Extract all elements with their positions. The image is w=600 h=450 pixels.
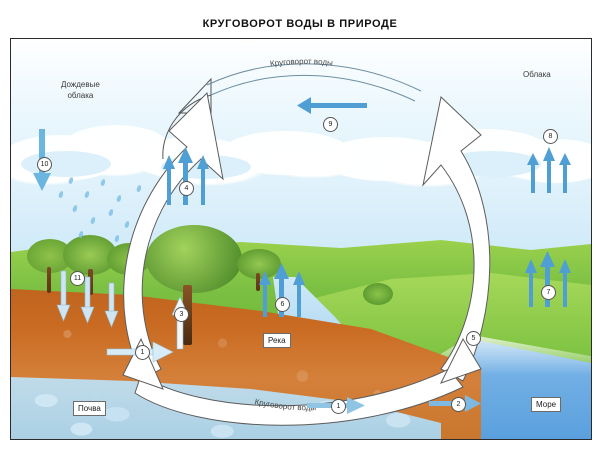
marker-6[interactable]: 6: [275, 297, 290, 312]
marker-2[interactable]: 2: [451, 397, 466, 412]
label-rain-clouds: Дождевые облака: [61, 79, 100, 101]
marker-9[interactable]: 9: [323, 117, 338, 132]
tree-trunk: [88, 269, 93, 295]
marker-3[interactable]: 3: [174, 307, 189, 322]
label-rain-clouds-line1: Дождевые: [61, 80, 100, 89]
label-rain-clouds-line2: облака: [67, 91, 94, 100]
label-soil: Почва: [73, 401, 106, 416]
marker-7[interactable]: 7: [541, 285, 556, 300]
marker-4[interactable]: 4: [179, 181, 194, 196]
label-sea: Море: [531, 397, 562, 412]
tree-trunk: [47, 267, 51, 293]
cloud-shadow: [441, 151, 541, 177]
page-title: КРУГОВОРОТ ВОДЫ В ПРИРОДЕ: [202, 18, 398, 30]
label-river: Река: [263, 333, 291, 348]
tree-canopy: [363, 283, 393, 305]
label-clouds: Облака: [523, 70, 551, 79]
marker-8[interactable]: 8: [543, 129, 558, 144]
tree-trunk: [256, 273, 260, 291]
water-cycle-diagram: Круговорот воды Круговорот воды: [10, 38, 592, 440]
cloud-shadow: [161, 155, 251, 179]
marker-11[interactable]: 11: [70, 271, 85, 286]
marker-1b[interactable]: 1: [331, 399, 346, 414]
marker-10[interactable]: 10: [37, 157, 52, 172]
marker-5[interactable]: 5: [466, 331, 481, 346]
marker-1[interactable]: 1: [135, 345, 150, 360]
tree-trunk: [126, 269, 130, 293]
cloud-shadow: [21, 151, 111, 177]
main-tree-canopy: [146, 225, 242, 293]
